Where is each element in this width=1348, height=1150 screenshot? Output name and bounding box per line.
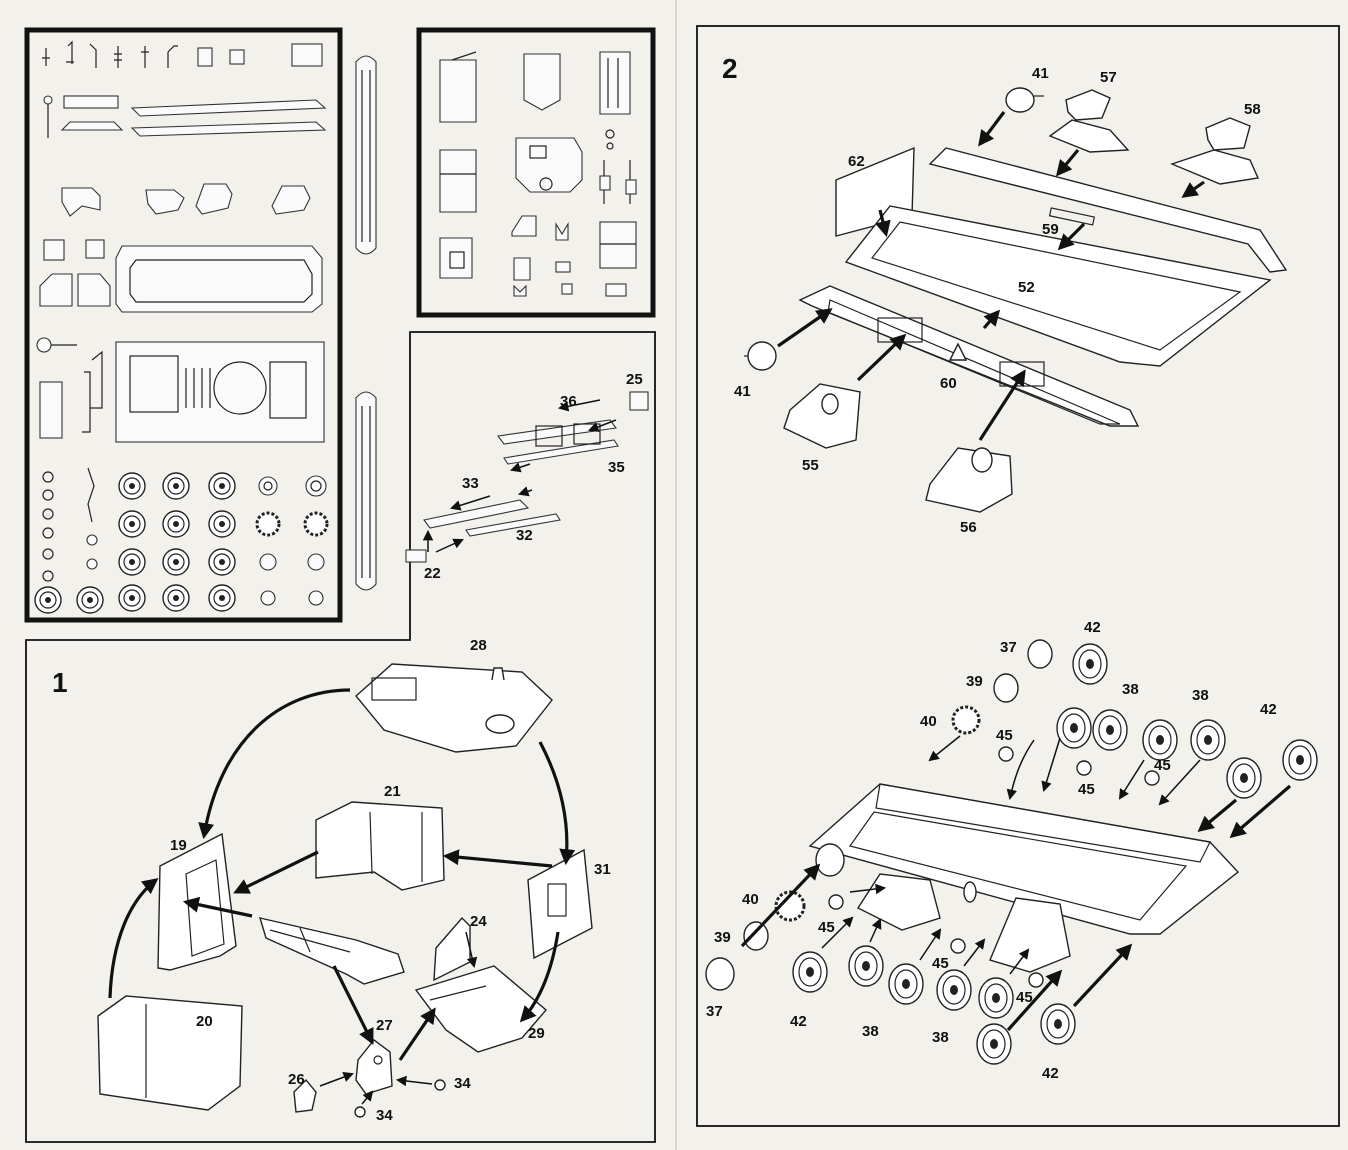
step-1-panel: 1	[25, 331, 656, 1143]
part-label: 52	[1018, 279, 1035, 296]
part-label: 40	[920, 713, 937, 730]
part-label: 38	[1192, 687, 1209, 704]
part-label: 26	[288, 1071, 305, 1088]
step-1-labels: 28 21 19 31 24 20 27 29 26 34 34 25 36 3…	[170, 371, 643, 1124]
part-label: 55	[802, 457, 819, 474]
part-label: 58	[1244, 101, 1261, 118]
part-label: 22	[424, 565, 441, 582]
part-label: 39	[714, 929, 731, 946]
part-label: 42	[1084, 619, 1101, 636]
part-label: 34	[376, 1107, 393, 1124]
lower-hull-assembly	[705, 639, 1318, 1065]
part-label: 21	[384, 783, 401, 800]
step-1-parts	[97, 663, 593, 1118]
part-label: 56	[960, 519, 977, 536]
part-label: 32	[516, 527, 533, 544]
part-label: 35	[608, 459, 625, 476]
part-label: 29	[528, 1025, 545, 1042]
part-label: 38	[862, 1023, 879, 1040]
part-label: 41	[1032, 65, 1049, 82]
step-2-labels: 41 57 58 62 59 52 41 60 55 56 37 42 39 3…	[706, 65, 1277, 1082]
part-label: 33	[462, 475, 479, 492]
rail-subassembly	[405, 391, 649, 563]
part-label: 38	[1122, 681, 1139, 698]
part-label: 59	[1042, 221, 1059, 238]
part-label: 45	[996, 727, 1013, 744]
part-label: 28	[470, 637, 487, 654]
sprue-frame-b	[416, 27, 656, 318]
track-parts	[355, 55, 377, 591]
part-label: 36	[560, 393, 577, 410]
part-label: 45	[1078, 781, 1095, 798]
part-label: 39	[966, 673, 983, 690]
part-label: 20	[196, 1013, 213, 1030]
part-label: 45	[818, 919, 835, 936]
step-1-number: 1	[52, 667, 68, 698]
step-2-number: 2	[722, 53, 738, 84]
part-label: 42	[1260, 701, 1277, 718]
part-label: 45	[1154, 757, 1171, 774]
part-label: 42	[1042, 1065, 1059, 1082]
part-label: 57	[1100, 69, 1117, 86]
part-label: 37	[1000, 639, 1017, 656]
part-label: 24	[470, 913, 487, 930]
part-label: 62	[848, 153, 865, 170]
upper-hull-assembly	[744, 87, 1288, 513]
part-label: 38	[932, 1029, 949, 1046]
part-label: 34	[454, 1075, 471, 1092]
step-2-panel: 2	[696, 25, 1340, 1127]
part-label: 19	[170, 837, 187, 854]
part-label: 42	[790, 1013, 807, 1030]
part-label: 37	[706, 1003, 723, 1020]
part-label: 40	[742, 891, 759, 908]
part-label: 25	[626, 371, 643, 388]
part-label: 60	[940, 375, 957, 392]
part-label: 45	[1016, 989, 1033, 1006]
part-label: 31	[594, 861, 611, 878]
sprue-frame-a	[24, 27, 343, 623]
part-label: 45	[932, 955, 949, 972]
part-label: 27	[376, 1017, 393, 1034]
part-label: 41	[734, 383, 751, 400]
